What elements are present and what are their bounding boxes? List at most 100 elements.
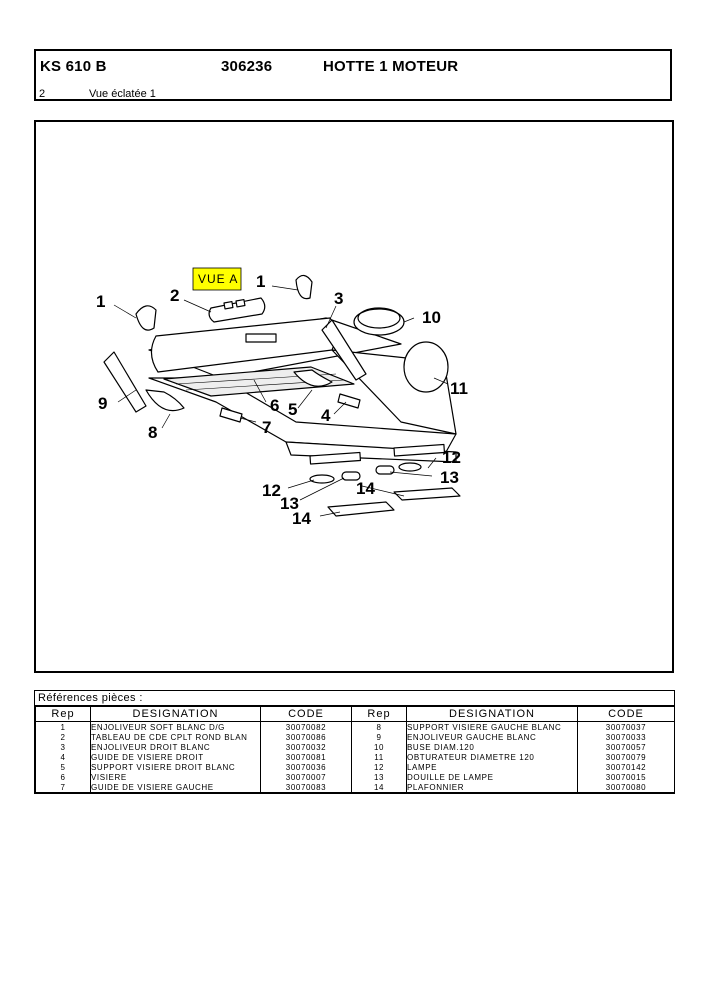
rep-cell: 11: [351, 752, 407, 762]
rep-cell: 14: [351, 782, 407, 793]
product-title: HOTTE 1 MOTEUR: [323, 58, 459, 75]
rep-cell: 10: [351, 742, 407, 752]
table-row: 2 TABLEAU DE CDE CPLT ROND BLAN 30070086…: [35, 732, 675, 742]
table-row: 1 ENJOLIVEUR SOFT BLANC D/G 30070082 8 S…: [35, 721, 675, 732]
parts-table: Rep DESIGNATION CODE Rep DESIGNATION COD…: [35, 706, 675, 793]
page-number: 2: [39, 88, 46, 100]
rep-cell: 13: [351, 772, 407, 782]
ceiling-light-right: [393, 487, 461, 501]
rep-cell: 2: [35, 732, 91, 742]
trim-left: [103, 351, 147, 413]
designation-cell: LAMPE: [406, 762, 578, 772]
designation-cell: GUIDE DE VISIERE DROIT: [90, 752, 261, 762]
code-cell: 30070033: [577, 732, 675, 742]
lamp-left: [309, 474, 335, 484]
designation-cell: OBTURATEUR DIAMETRE 120: [406, 752, 578, 762]
exploded-view-drawing: [103, 267, 461, 517]
callout-label: 12: [262, 481, 281, 500]
socket-right: [375, 465, 395, 475]
column-header: Rep: [351, 706, 407, 722]
rep-cell: 7: [35, 782, 91, 793]
product-code: 306236: [221, 58, 273, 75]
callout-label: 13: [440, 468, 459, 487]
code-cell: 30070036: [260, 762, 352, 772]
rep-cell: 5: [35, 762, 91, 772]
designation-cell: ENJOLIVEUR GAUCHE BLANC: [406, 732, 578, 742]
designation-cell: SUPPORT VISIERE GAUCHE BLANC: [406, 721, 578, 732]
trim-right: [321, 319, 367, 381]
code-cell: 30070007: [260, 772, 352, 782]
designation-cell: ENJOLIVEUR DROIT BLANC: [90, 742, 261, 752]
rep-cell: 4: [35, 752, 91, 762]
callout-label: 3: [334, 289, 344, 308]
code-cell: 30070079: [577, 752, 675, 762]
vue-a-label: VUE A: [198, 272, 239, 286]
end-cap-left: [135, 305, 157, 331]
callout-label: 9: [98, 394, 108, 413]
code-cell: 30070032: [260, 742, 352, 752]
callout-label: 1: [256, 272, 266, 291]
callout-label: 2: [170, 286, 180, 305]
model-number: KS 610 B: [40, 58, 107, 75]
column-header: DESIGNATION: [406, 706, 578, 722]
callout-label: 1: [96, 292, 106, 311]
callout-label: 4: [321, 406, 331, 425]
references-title: Références pièces :: [35, 691, 674, 706]
column-header: CODE: [577, 706, 675, 722]
duct-cover: [403, 341, 449, 393]
visor-support-left: [145, 389, 185, 412]
designation-cell: DOUILLE DE LAMPE: [406, 772, 578, 782]
designation-cell: GUIDE DE VISIERE GAUCHE: [90, 782, 261, 793]
light-window-left: [309, 451, 362, 465]
callout-label: 14: [292, 509, 311, 528]
column-header: Rep: [35, 706, 91, 722]
callout-label: 10: [422, 308, 441, 327]
callout-label: 14: [356, 479, 375, 498]
table-row: 5 SUPPORT VISIERE DROIT BLANC 30070036 1…: [35, 762, 675, 772]
end-cap-right: [295, 274, 313, 300]
designation-cell: ENJOLIVEUR SOFT BLANC D/G: [90, 721, 261, 732]
table-header-row: Rep DESIGNATION CODE Rep DESIGNATION COD…: [35, 706, 675, 722]
document-header: KS 610 B 306236 HOTTE 1 MOTEUR 2 Vue écl…: [34, 49, 672, 101]
code-cell: 30070037: [577, 721, 675, 732]
rep-cell: 1: [35, 721, 91, 732]
lamp-right: [398, 462, 422, 472]
vue-a-highlight: [192, 267, 242, 291]
rep-cell: 6: [35, 772, 91, 782]
code-cell: 30070086: [260, 732, 352, 742]
rep-cell: 3: [35, 742, 91, 752]
light-window-right: [393, 443, 446, 457]
visor-guide-right: [337, 393, 361, 409]
visor-guide-left: [219, 407, 243, 423]
visor-support-right: [293, 369, 333, 387]
code-cell: 30070082: [260, 721, 352, 732]
view-label: Vue éclatée 1: [89, 88, 156, 100]
control-panel: [208, 297, 266, 323]
leader-lines: [113, 285, 449, 517]
table-row: 6 VISIERE 30070007 13 DOUILLE DE LAMPE 3…: [35, 772, 675, 782]
code-cell: 30070080: [577, 782, 675, 793]
code-cell: 30070142: [577, 762, 675, 772]
table-row: 3 ENJOLIVEUR DROIT BLANC 30070032 10 BUS…: [35, 742, 675, 752]
ceiling-light-left: [327, 501, 395, 517]
code-cell: 30070081: [260, 752, 352, 762]
designation-cell: PLAFONNIER: [406, 782, 578, 793]
designation-cell: TABLEAU DE CDE CPLT ROND BLAN: [90, 732, 261, 742]
rep-cell: 8: [351, 721, 407, 732]
rep-cell: 12: [351, 762, 407, 772]
code-cell: 30070015: [577, 772, 675, 782]
code-cell: 30070083: [260, 782, 352, 793]
callout-label: 11: [450, 379, 468, 398]
parts-reference-table: Références pièces : Rep DESIGNATION CODE…: [34, 690, 675, 794]
callout-label: 12: [442, 448, 461, 467]
designation-cell: VISIERE: [90, 772, 261, 782]
table-row: 4 GUIDE DE VISIERE DROIT 30070081 11 OBT…: [35, 752, 675, 762]
code-cell: 30070057: [577, 742, 675, 752]
socket-left: [341, 471, 361, 481]
callout-label: 6: [270, 396, 280, 415]
column-header: DESIGNATION: [90, 706, 261, 722]
column-header: CODE: [260, 706, 352, 722]
callout-label: 7: [262, 418, 272, 437]
callout-label: 13: [280, 494, 299, 513]
table-row: 7 GUIDE DE VISIERE GAUCHE 30070083 14 PL…: [35, 782, 675, 793]
